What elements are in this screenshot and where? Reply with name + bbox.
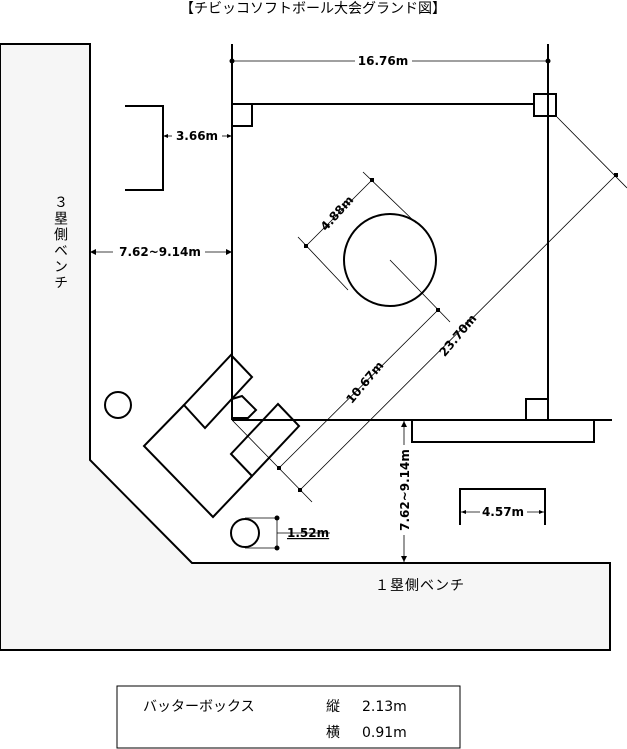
pitching-distance-label: 10.67m (343, 359, 386, 407)
next-batter-circle-third (104, 391, 132, 419)
next-batter-circle-first (230, 518, 260, 548)
field-lines (104, 44, 612, 548)
home-plate (231, 394, 258, 419)
legend-label: バッターボックス (143, 699, 255, 715)
bench-area (0, 43, 611, 651)
pitcher-circle-label: 4.88m (318, 193, 357, 234)
legend-width-label: 横 (326, 725, 340, 741)
batter-box-right (229, 402, 301, 478)
home-to-second-label: 23.70m (436, 312, 479, 360)
third-bench-distance-label: 7.62~9.14m (119, 245, 201, 259)
first-coach-box (459, 488, 546, 525)
next-batter-circle-label: 1.52m (287, 526, 329, 540)
second-base (533, 93, 557, 117)
coach-box-width-label: 4.57m (482, 505, 524, 519)
batter-box-left (182, 353, 254, 430)
legend-width-value: 0.91m (362, 725, 407, 741)
pitcher-circle (343, 213, 437, 307)
first-base-extension (411, 419, 595, 443)
catcher-box (142, 404, 253, 519)
first-base (525, 398, 549, 421)
third-coach-box (125, 105, 164, 191)
third-base-bench-label: ３塁側ベンチ (52, 195, 68, 291)
coach-box-offset-label: 3.66m (176, 129, 218, 143)
third-base (231, 103, 253, 127)
diagram-title: 【チビッコソフトボール大会グランド図】 (180, 1, 446, 17)
legend-height-label: 縦 (326, 699, 340, 715)
legend-height-value: 2.13m (362, 699, 407, 715)
first-bench-distance-label: 7.62~9.14m (398, 449, 412, 531)
first-base-bench-label: １塁側ベンチ (375, 578, 465, 594)
base-distance-label: 16.76m (358, 54, 408, 68)
legend-box (116, 685, 461, 749)
dimension-lines (90, 58, 627, 563)
